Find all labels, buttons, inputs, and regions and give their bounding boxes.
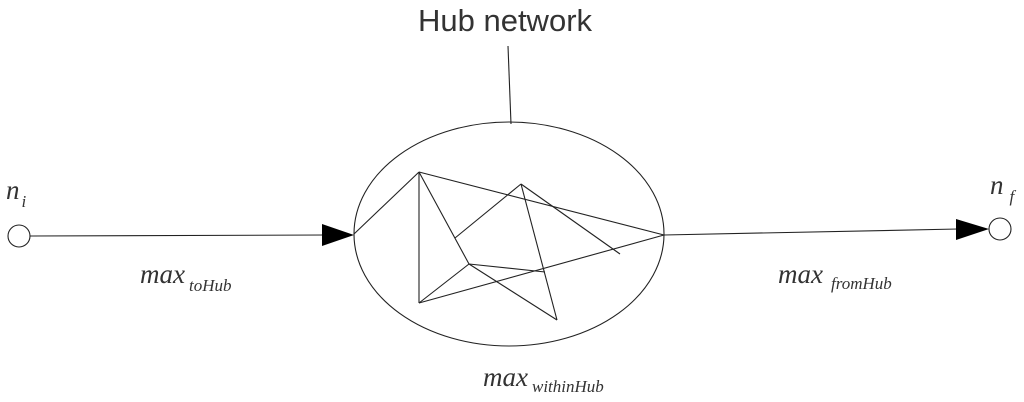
hub-edge <box>418 171 665 236</box>
initial-node <box>7 224 31 248</box>
hub-edge <box>353 171 420 235</box>
title-leader-line <box>507 45 512 125</box>
hub-edge <box>454 183 522 239</box>
hub-internal-edges <box>353 171 665 321</box>
from-hub-arrowhead <box>956 219 989 240</box>
hub-edge <box>418 171 470 265</box>
hub-ellipse <box>353 121 665 347</box>
hub-edge <box>468 263 558 321</box>
hub-network-title: Hub network <box>418 3 593 38</box>
hub-edge <box>418 263 470 304</box>
to-hub-arrowhead <box>322 224 354 246</box>
final-node <box>988 217 1012 241</box>
hub-edge <box>520 183 558 321</box>
hub-edge <box>520 183 621 255</box>
hub-edge <box>418 234 665 304</box>
to-hub-edge <box>29 234 327 237</box>
hub-edge <box>468 263 546 273</box>
from-hub-edge <box>663 228 959 236</box>
